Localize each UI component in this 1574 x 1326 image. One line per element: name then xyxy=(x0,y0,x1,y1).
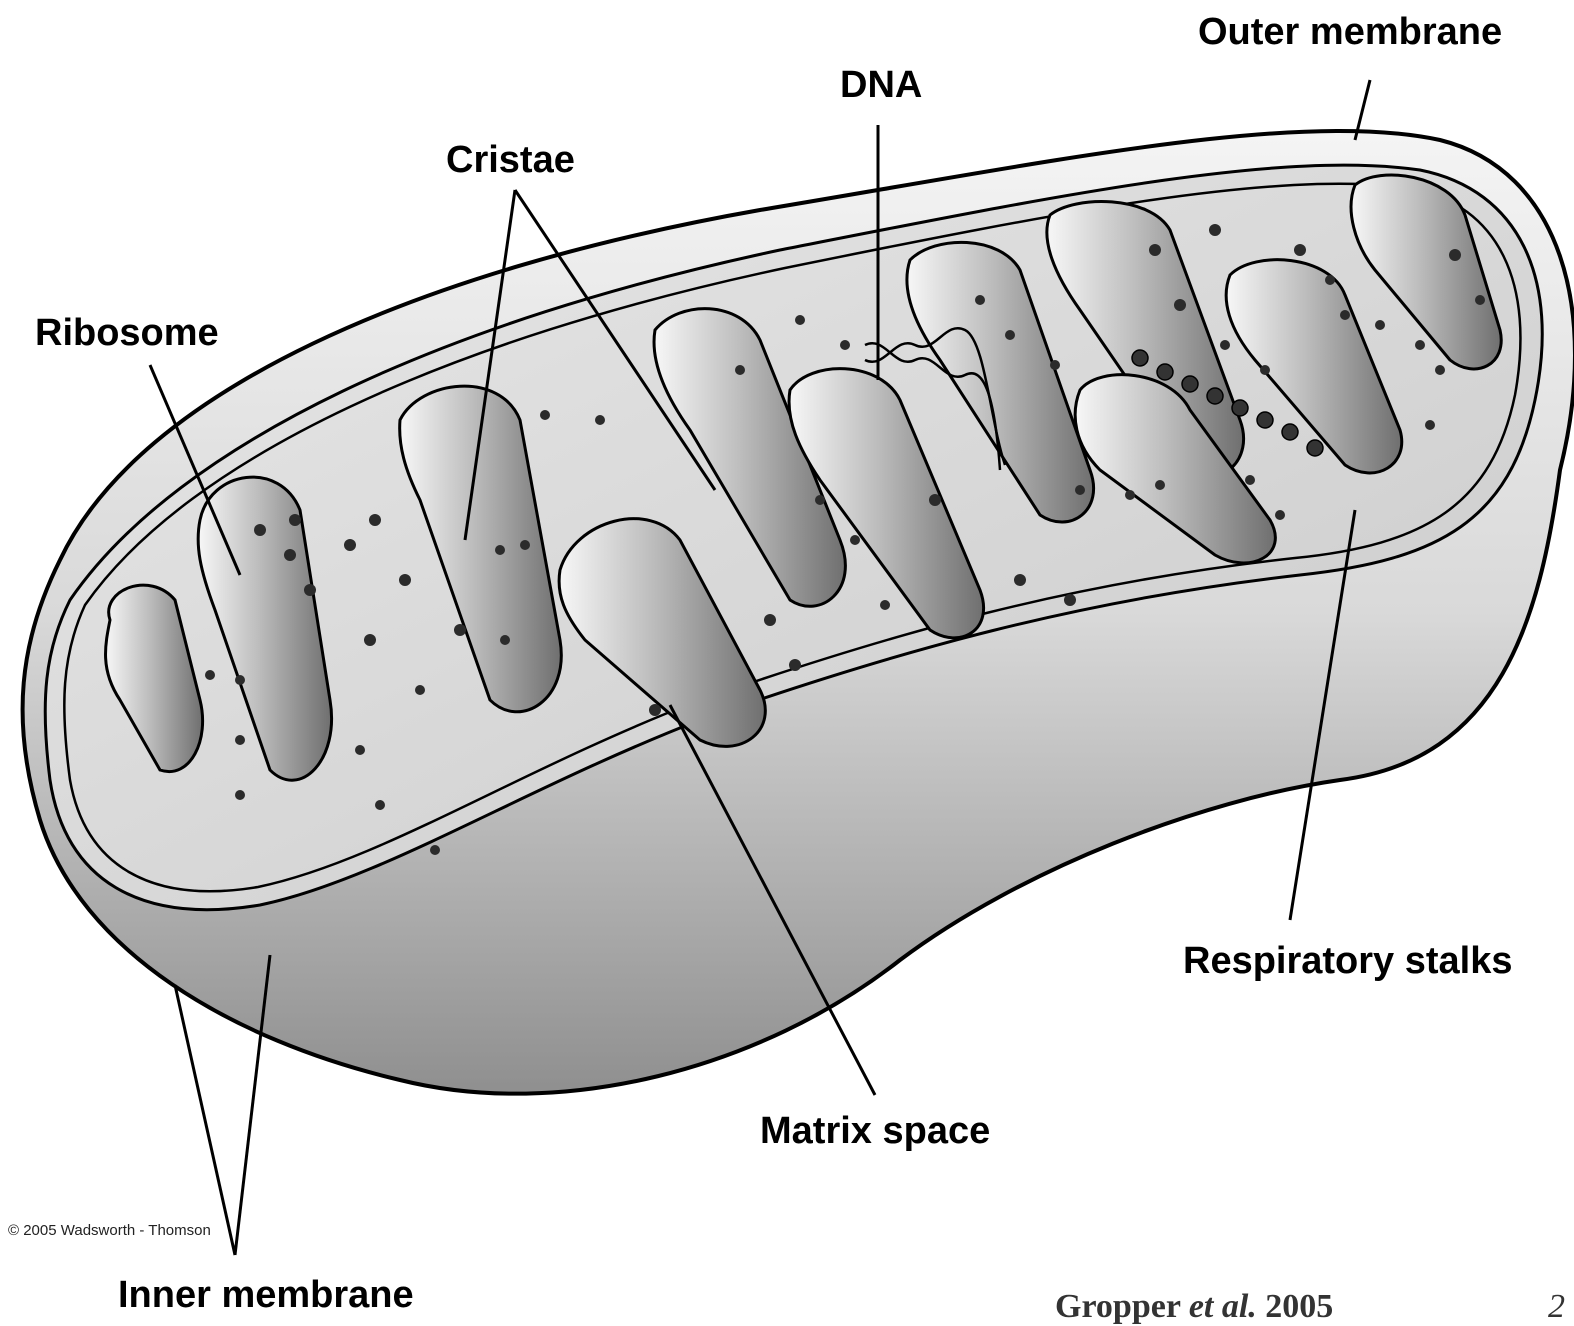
label-respiratory-stalks: Respiratory stalks xyxy=(1183,942,1513,980)
slide-number: 2 xyxy=(1548,1288,1565,1326)
label-inner-membrane: Inner membrane xyxy=(118,1276,414,1314)
label-dna: DNA xyxy=(840,66,922,104)
citation: Gropper et al. 2005 xyxy=(1055,1288,1333,1326)
label-ribosome: Ribosome xyxy=(35,314,219,352)
citation-author: Gropper xyxy=(1055,1288,1189,1325)
label-matrix-space: Matrix space xyxy=(760,1112,990,1150)
citation-year: 2005 xyxy=(1257,1288,1334,1325)
label-cristae: Cristae xyxy=(446,141,575,179)
label-outer-membrane: Outer membrane xyxy=(1198,13,1502,51)
copyright-credit: © 2005 Wadsworth - Thomson xyxy=(8,1222,211,1239)
citation-etal: et al. xyxy=(1189,1288,1257,1325)
